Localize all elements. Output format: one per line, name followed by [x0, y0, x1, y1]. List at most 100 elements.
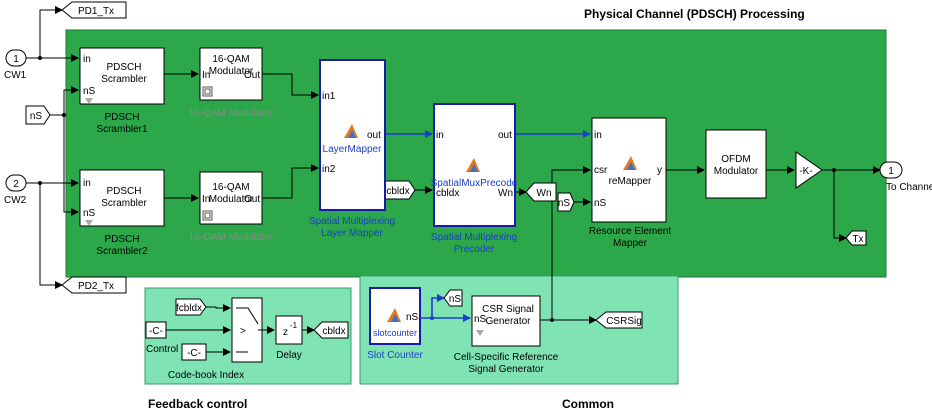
svg-text:Scrambler: Scrambler [101, 198, 147, 209]
outport-to-channel[interactable]: 1 [879, 161, 903, 179]
from-cbldx[interactable]: cbldx [384, 180, 416, 200]
delay-block[interactable]: z -1 [275, 315, 303, 345]
svg-text:in: in [83, 54, 91, 65]
svg-text:fcbldx: fcbldx [176, 303, 202, 314]
qam-modulator-1-block[interactable]: 16-QAM Modulator In Out [199, 47, 263, 101]
svg-text:Scrambler: Scrambler [101, 74, 147, 85]
svg-text:16-QAM: 16-QAM [212, 182, 249, 193]
svg-text:In: In [202, 70, 210, 81]
wire-csr-remap [540, 166, 591, 321]
codebook-index-caption: Code-book Index [168, 370, 244, 381]
common-title: Common [562, 397, 614, 411]
svg-text:OFDM: OFDM [721, 154, 750, 165]
arrow-down-icon [85, 220, 93, 226]
junction [832, 168, 836, 172]
matlab-icon [344, 124, 358, 138]
svg-text:cbldx: cbldx [436, 188, 459, 199]
svg-text:in: in [594, 130, 602, 141]
precoder-block[interactable]: in cbldx out Wn SpatialMuxPrecode [431, 103, 518, 227]
svg-text:PDSCH: PDSCH [106, 186, 141, 197]
pdsch-scrambler-2-block[interactable]: in nS PDSCH Scrambler [79, 169, 165, 227]
inport-cw1-label: CW1 [4, 70, 27, 81]
slot-counter-block[interactable]: nS slotcounter [369, 287, 421, 345]
csr-signal-generator-block[interactable]: nS CSR Signal Generator [471, 295, 541, 347]
csr-caption2: Signal Generator [468, 364, 544, 375]
from-ns-left[interactable]: nS [25, 105, 51, 125]
svg-text:y: y [657, 165, 662, 176]
svg-text:out: out [367, 130, 381, 141]
svg-text:in: in [436, 130, 444, 141]
constant-2-block[interactable]: -C- [181, 343, 207, 361]
qam-modulator-2-block[interactable]: 16-QAM Modulator In Out [199, 171, 263, 225]
constant-control-block[interactable]: -C- [145, 321, 167, 339]
svg-text:In: In [202, 194, 210, 205]
inport-cw2[interactable]: 2 [5, 174, 27, 192]
svg-text:Modulator: Modulator [714, 166, 759, 177]
svg-text:nS: nS [558, 198, 571, 209]
svg-text:1: 1 [13, 54, 19, 65]
svg-text:Modulator: Modulator [209, 66, 254, 77]
svg-text:-1: -1 [290, 321, 298, 330]
svg-text:nS: nS [474, 314, 487, 325]
goto-pd2-tx[interactable]: PD2_Tx [61, 276, 127, 294]
codebook-switch-block[interactable]: > [231, 297, 263, 363]
svg-text:Out: Out [244, 194, 260, 205]
goto-pd1-tx[interactable]: PD1_Tx [61, 1, 127, 19]
goto-cbldx[interactable]: cbldx [313, 321, 349, 339]
wire-pd2 [39, 183, 63, 289]
svg-text:Wn: Wn [498, 188, 513, 199]
precoder-caption: Spatial Multiplexing [431, 232, 517, 243]
svg-text:Wn: Wn [537, 188, 552, 199]
junction [38, 56, 42, 60]
arrow-down-icon [476, 330, 484, 336]
arrow-down-icon [85, 98, 93, 104]
remapper-caption2: Mapper [613, 238, 648, 249]
svg-text:PD1_Tx: PD1_Tx [78, 6, 114, 17]
from-ns-remap[interactable]: nS [557, 192, 575, 212]
library-link-icon [202, 210, 213, 221]
svg-text:reMapper: reMapper [609, 176, 652, 187]
goto-ns[interactable]: nS [443, 289, 463, 307]
switch-contact-icon [236, 307, 259, 325]
pdsch-scrambler-1-block[interactable]: in nS PDSCH Scrambler [79, 47, 165, 105]
layer-mapper-block[interactable]: in1 in2 out LayerMapper [319, 59, 386, 211]
svg-text:in2: in2 [322, 164, 336, 175]
svg-text:nS: nS [406, 312, 419, 323]
goto-wn[interactable]: Wn [525, 182, 557, 202]
matlab-icon [387, 308, 401, 322]
svg-text:nS: nS [83, 208, 96, 219]
svg-text:2: 2 [13, 179, 19, 190]
modulator-2-caption: 16-QAM Modulator [189, 232, 274, 243]
matlab-icon [623, 156, 637, 170]
library-link-icon [202, 86, 213, 97]
svg-text:in: in [83, 178, 91, 189]
svg-text:Generator: Generator [485, 316, 531, 327]
svg-text:Tx: Tx [852, 234, 863, 245]
scrambler-2-caption2: Scrambler2 [96, 246, 148, 257]
svg-text:nS: nS [30, 111, 43, 122]
precoder-caption2: Precoder [454, 244, 495, 255]
from-fcbldx[interactable]: fcbldx [175, 298, 207, 316]
goto-tx[interactable]: Tx [845, 230, 867, 246]
csr-caption: Cell-Specific Reference [454, 352, 559, 363]
resource-element-mapper-block[interactable]: in csr nS y reMapper [591, 117, 667, 223]
svg-text:nS: nS [449, 294, 462, 305]
svg-text:>: > [240, 326, 246, 337]
wire-mod2-layer [262, 164, 319, 199]
wire-mod1-layer [262, 73, 319, 99]
svg-text:slotcounter: slotcounter [373, 328, 417, 338]
svg-text:-C-: -C- [149, 326, 163, 337]
delay-caption: Delay [276, 350, 302, 361]
scrambler-2-caption: PDSCH [104, 234, 139, 245]
svg-text:nS: nS [83, 86, 96, 97]
slot-counter-caption: Slot Counter [367, 350, 423, 361]
gain-block[interactable]: -K- [795, 151, 823, 189]
ofdm-modulator-block[interactable]: OFDM Modulator [705, 129, 767, 199]
wire-tx [833, 170, 847, 242]
svg-text:-C-: -C- [187, 348, 201, 359]
svg-text:cbldx: cbldx [386, 186, 409, 197]
inport-cw1[interactable]: 1 [5, 49, 27, 67]
goto-csrsig[interactable]: CSRSig [595, 311, 643, 329]
svg-text:out: out [498, 130, 512, 141]
junction [430, 316, 434, 320]
